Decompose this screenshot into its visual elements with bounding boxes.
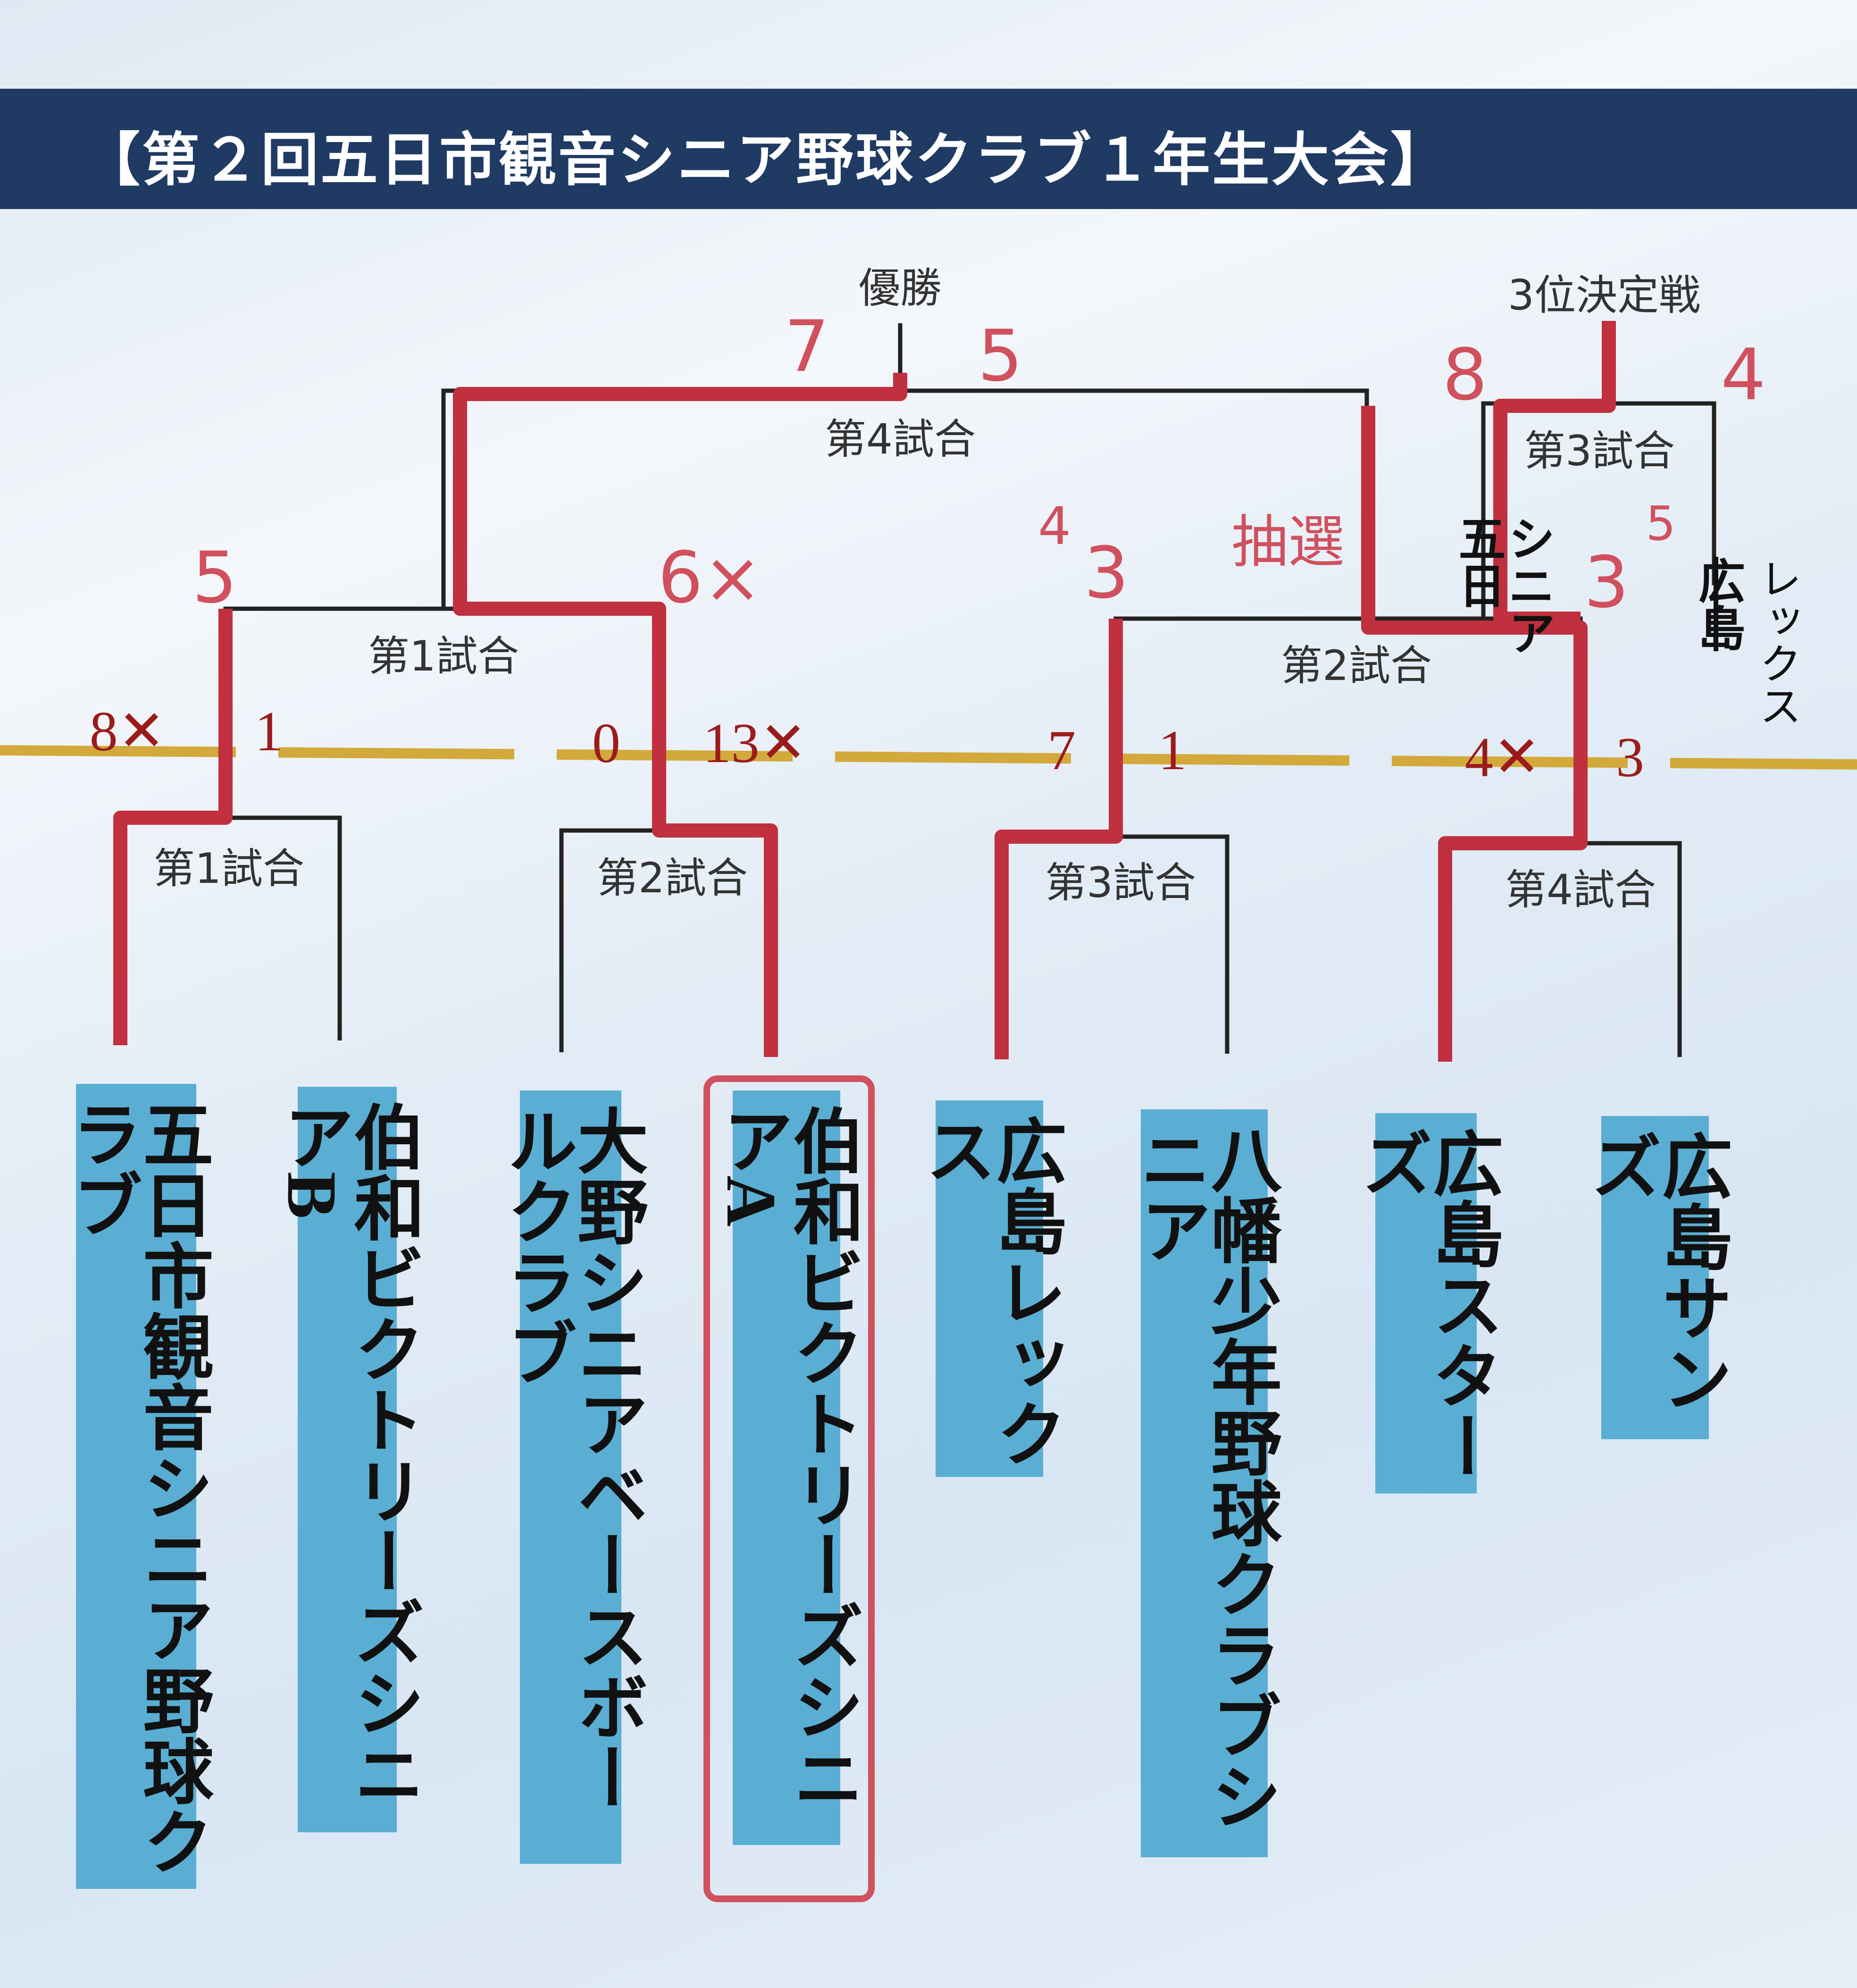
team-2: 伯和ビクトリーズシニアB: [273, 1087, 422, 1832]
team-4: 伯和ビクトリーズシニアA: [712, 1090, 861, 1845]
team-1: 五日市観音シニア野球クラブ: [62, 1084, 211, 1889]
final-match-label: 第4試合: [825, 415, 976, 463]
team-name: 広島レックス: [915, 1115, 1064, 1468]
team-name: 八幡少年野球クラブシニア: [1129, 1124, 1279, 1831]
team-8: 広島サンズ: [1581, 1116, 1730, 1439]
final-score-right: 5: [978, 315, 1023, 397]
team-name: 五日市観音シニア野球クラブ: [61, 1098, 211, 1877]
semi2-score-right-small: 5: [1646, 496, 1676, 551]
team-6: 八幡少年野球クラブシニア: [1130, 1109, 1279, 1857]
score: 7: [1047, 719, 1076, 781]
third-place-label: 3位決定戦: [1508, 271, 1700, 319]
semi-2-label: 第2試合: [1281, 641, 1432, 690]
team-5: 広島レックス: [915, 1100, 1064, 1477]
score: 1: [255, 700, 283, 763]
score: 0: [592, 712, 620, 774]
semi2-score-left: 3: [1084, 532, 1129, 614]
r1-m3-label: 第3試合: [1045, 858, 1196, 907]
title-banner: [0, 89, 1857, 209]
score: 3: [1616, 726, 1644, 788]
third-score-right: 4: [1721, 334, 1766, 416]
team-name: 大野シニアベースボールクラブ: [496, 1105, 645, 1812]
third-match-label: 第3試合: [1524, 427, 1675, 475]
final-score-left: 7: [784, 306, 829, 388]
page-title: 【第２回五日市観音シニア野球クラブ１年生大会】: [83, 126, 1450, 193]
score: 4✕: [1464, 726, 1541, 788]
team-name: 広島スターズ: [1351, 1127, 1501, 1481]
note-team: シニア五日: [1450, 514, 1555, 656]
team-name: 伯和ビクトリーズシニアB: [273, 1101, 422, 1809]
team-3: 大野シニアベースボールクラブ: [496, 1090, 645, 1864]
r1-m4-label: 第4試合: [1505, 865, 1656, 914]
team-name: 広島サンズ: [1581, 1130, 1730, 1413]
semi2-score-left-small: 4: [1038, 496, 1071, 556]
team-name: 伯和ビクトリーズシニアA: [712, 1105, 861, 1812]
note-rex: レックス: [1752, 557, 1801, 727]
champion-label: 優勝: [858, 264, 942, 312]
r1-m2-label: 第2試合: [597, 854, 748, 902]
score: 8✕: [89, 700, 166, 763]
semi2-score-right: 3: [1584, 542, 1629, 624]
score: 1: [1158, 719, 1187, 781]
semi-1-label: 第1試合: [368, 632, 519, 680]
note-crossed: 広島: [1690, 557, 1745, 651]
lottery-note: 抽選: [1231, 510, 1345, 575]
score: 13✕: [703, 712, 807, 774]
r1-m1-label: 第1試合: [153, 844, 304, 893]
semi1-score-left: 5: [192, 537, 237, 619]
third-score-left: 8: [1442, 334, 1488, 416]
team-7: 広島スターズ: [1352, 1113, 1501, 1493]
gold-divider: [0, 745, 1857, 770]
semi1-score-right: 6×: [658, 537, 762, 619]
winner-path: [113, 321, 1616, 1062]
champion-highlight: [703, 1075, 875, 1902]
